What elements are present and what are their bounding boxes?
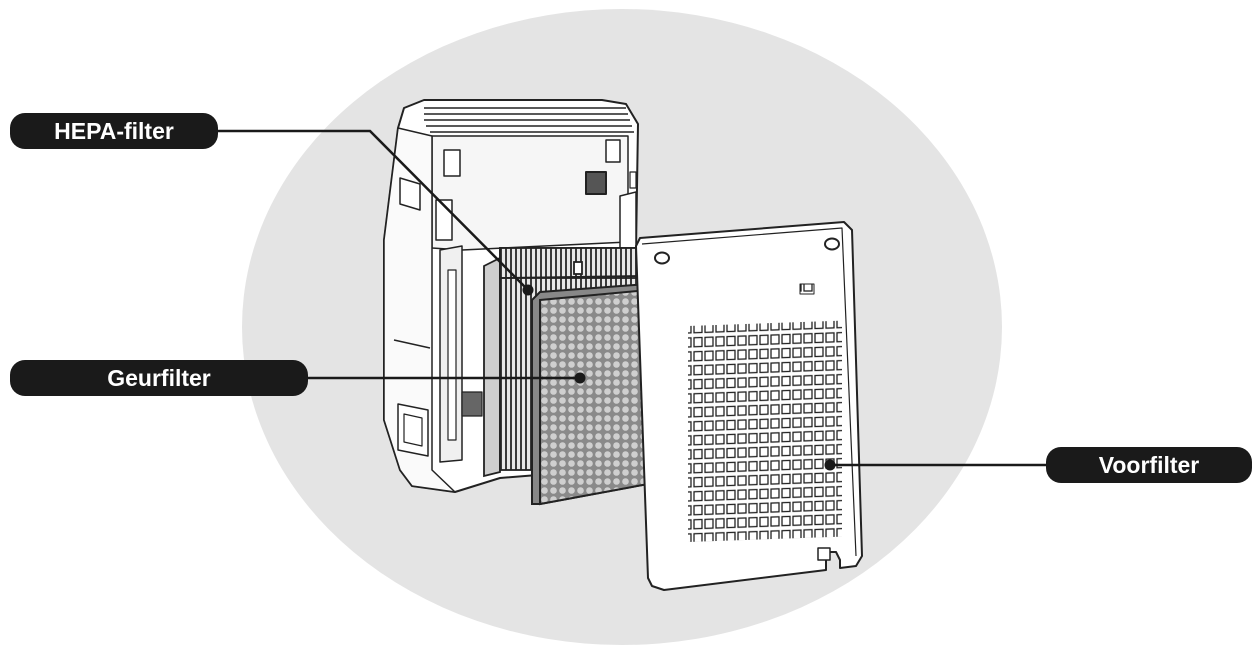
leader-lines — [216, 129, 1048, 467]
voor-label: Voorfilter — [1099, 452, 1200, 478]
odour-filter-part — [531, 282, 649, 506]
hepa-leader-line — [216, 129, 529, 291]
hepa-pointer-dot — [522, 284, 534, 296]
geur-label: Geurfilter — [107, 365, 211, 391]
pre-filter-panel — [635, 221, 863, 591]
hepa-label: HEPA-filter — [54, 118, 174, 144]
hepa-callout: HEPA-filter — [10, 113, 218, 149]
geur-pointer-dot — [574, 372, 586, 384]
geur-callout: Geurfilter — [10, 360, 308, 396]
voor-pointer-dot — [824, 459, 836, 471]
voor-callout: Voorfilter — [1046, 447, 1252, 483]
